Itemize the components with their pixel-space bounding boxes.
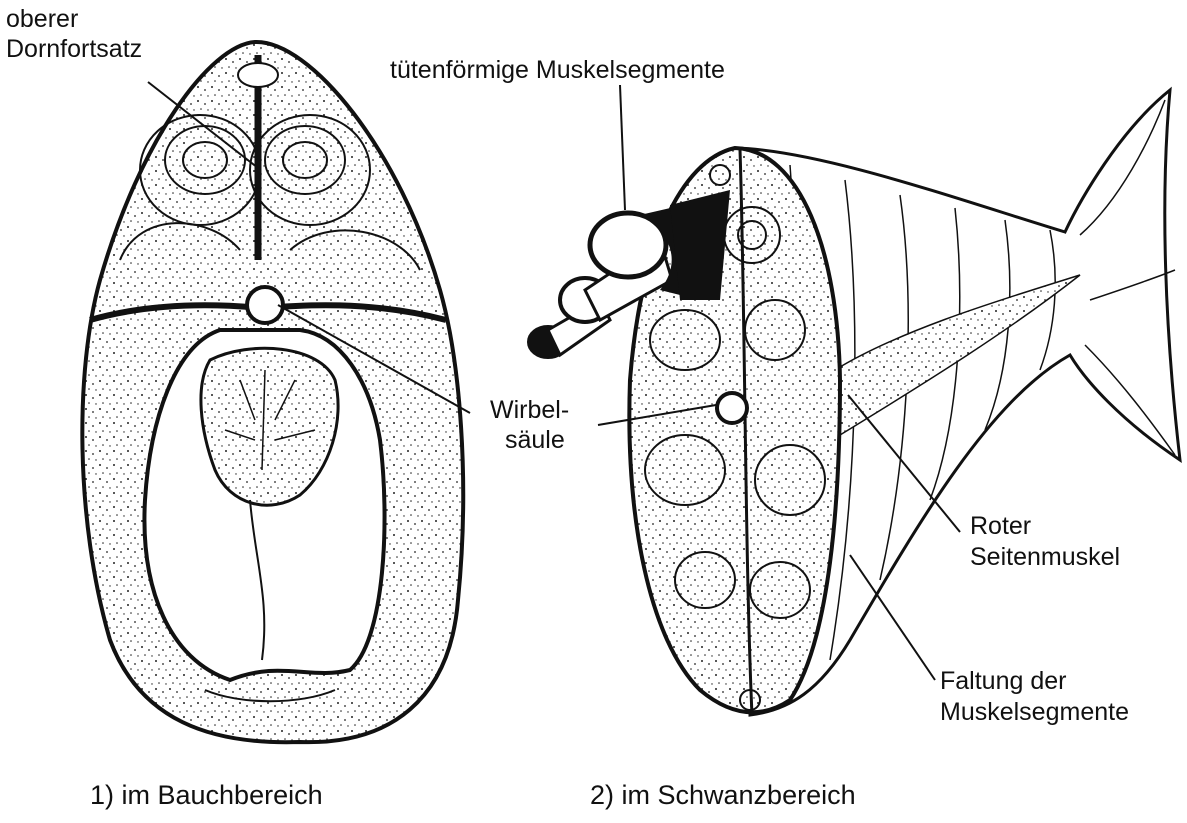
label-dorn-line2: Dornfortsatz [6,35,142,64]
label-roter-line2: Seitenmuskel [970,543,1120,572]
label-roter-line1: Roter [970,512,1031,541]
caption-abdominal: 1) im Bauchbereich [90,780,323,811]
label-tuete: tütenförmige Muskelsegmente [390,56,725,85]
label-wirbel-line2: säule [505,426,565,455]
label-dorn-line1: oberer [6,5,78,34]
caption-caudal: 2) im Schwanzbereich [590,780,856,811]
label-wirbel-line1: Wirbel- [490,396,569,425]
label-faltung-line2: Muskelsegmente [940,698,1129,727]
abdominal-cross-section [82,42,463,742]
label-faltung-line1: Faltung der [940,667,1066,696]
abdominal-vertebra [247,287,283,323]
leader-tuete [620,85,625,210]
caudal-vertebra [717,393,747,423]
